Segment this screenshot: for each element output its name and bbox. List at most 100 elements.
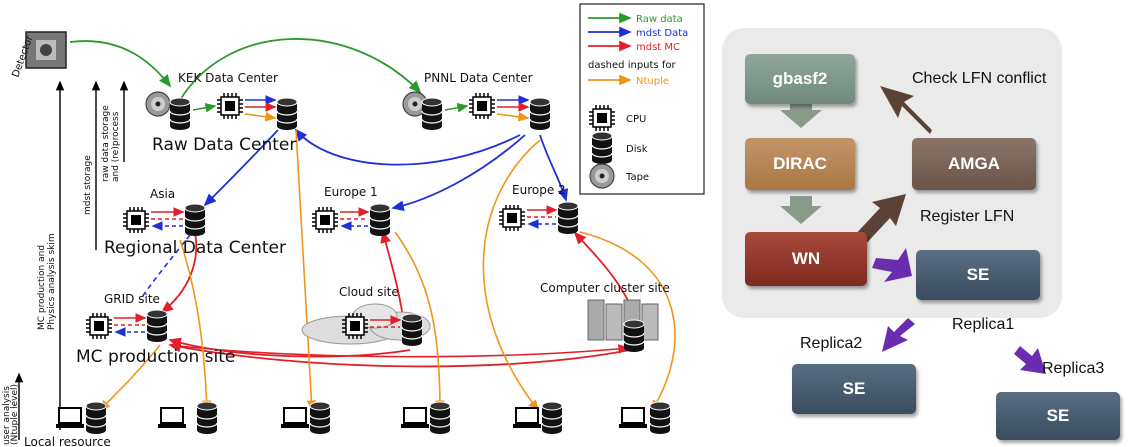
arrow-raw-detector-kek	[69, 40, 172, 88]
cluster-icon	[587, 299, 659, 341]
arrow-mdst-pnnl-europe2	[539, 134, 569, 202]
mc-production-label: MC production site	[76, 347, 235, 367]
cloud-site-label: Cloud site	[339, 285, 399, 299]
legend-ntuple: Ntuple	[636, 76, 669, 87]
europe2-disk-icon	[557, 201, 579, 235]
pnnl-link-arrows	[444, 95, 530, 122]
europe1-disk-icon	[369, 203, 391, 237]
local-pc-icon-5	[512, 407, 542, 429]
cluster-site-label: Computer cluster site	[540, 281, 670, 295]
local-resource-label: Local resource	[24, 435, 111, 447]
arrow-mc-mc-cluster	[169, 344, 630, 358]
pnnl-cpu-icon	[468, 92, 496, 120]
gbasf2-box: gbasf2	[745, 54, 855, 104]
arrow-mdst-pnnl-europe1	[391, 134, 526, 211]
kek-tape-icon	[145, 91, 171, 117]
axis-label-raw-2: and (re)process	[111, 111, 121, 182]
grid-link-arrows	[114, 313, 147, 337]
arrow-mc-asia-grid	[160, 231, 198, 314]
europe1-label: Europe 1	[324, 185, 378, 199]
legend-disk: Disk	[626, 144, 648, 155]
europe1-cpu-icon	[311, 206, 339, 234]
pnnl-raw-disk-icon	[421, 97, 443, 131]
local-pc-icon-6	[618, 407, 648, 429]
local-pc-icon-4	[400, 407, 430, 429]
register-lfn-label: Register LFN	[920, 208, 1015, 225]
replica3-label: Replica3	[1042, 360, 1105, 377]
kek-center-label: KEK Data Center	[178, 71, 278, 85]
axis-label-user-2: (Ntuple level)	[10, 384, 20, 445]
kek-link-arrows	[192, 95, 277, 122]
pnnl-disk-icon	[529, 97, 551, 131]
raw-center-label: Raw Data Center	[152, 135, 296, 155]
se-replica3-box: SE	[996, 392, 1120, 440]
europe2-link-arrows	[527, 205, 558, 229]
kek-cpu-icon	[216, 92, 244, 120]
se-main-box: SE	[916, 250, 1040, 300]
asia-label: Asia	[150, 187, 175, 201]
arrow-ntuple-5	[482, 139, 541, 412]
arrow-dashed-asia-grid	[139, 234, 191, 301]
local-disk-icon-3	[309, 401, 331, 435]
legend	[579, 3, 705, 195]
local-pc-icon-1	[55, 407, 85, 429]
regional-center-label: Regional Data Center	[104, 238, 286, 258]
amga-box: AMGA	[912, 138, 1036, 190]
grid-disk-icon	[146, 309, 168, 343]
arrow-mdst-kek-asia	[203, 129, 279, 207]
legend-raw-data: Raw data	[636, 14, 683, 25]
arrow-ntuple-3	[295, 129, 317, 412]
local-disk-icon-6	[649, 401, 671, 435]
arrow-mdst-pnnl-kek	[294, 128, 521, 166]
axis-label-mc-1: MC production and	[37, 245, 47, 330]
arrow-mc-cluster-mc	[168, 341, 631, 368]
legend-mdst-mc: mdst MC	[636, 42, 680, 53]
check-arrow-icon	[880, 86, 932, 134]
pnnl-center-label: PNNL Data Center	[424, 71, 533, 85]
arrow-ntuple-6	[579, 231, 676, 412]
se-replica2-box: SE	[792, 364, 916, 414]
europe1-link-arrows	[340, 207, 370, 231]
local-disk-icon-4	[429, 401, 451, 435]
axis-label-mc-2: Physics analysis skim	[47, 233, 57, 330]
legend-tape: Tape	[625, 172, 649, 183]
asia-cpu-icon	[122, 206, 150, 234]
local-pc-icon-3	[280, 407, 310, 429]
local-pc-icon-2	[157, 407, 187, 429]
legend-cpu: CPU	[626, 114, 646, 125]
axis-label-mdst: mdst storage	[83, 155, 93, 215]
cloud-cpu-icon	[341, 312, 369, 340]
down-arrow-icon-1	[780, 100, 822, 128]
europe2-label: Europe 2	[512, 183, 566, 197]
arrow-ntuple-2	[179, 239, 212, 412]
replica2-arrow-icon	[882, 318, 915, 352]
europe2-cpu-icon	[498, 204, 526, 232]
detector-icon	[25, 31, 67, 69]
cloud-link-arrows	[370, 315, 402, 328]
local-disk-icon-2	[196, 401, 218, 435]
legend-dashed-inputs: dashed inputs for	[588, 60, 676, 71]
legend-mdst-data: mdst Data	[636, 28, 688, 39]
replica1-label: Replica1	[952, 316, 1015, 333]
replica2-label: Replica2	[800, 335, 863, 352]
arrow-ntuple-4	[394, 231, 445, 412]
local-disk-icon-1	[85, 401, 107, 435]
axis-label-raw-1: raw data storage	[101, 105, 111, 182]
local-disk-icon-5	[541, 401, 563, 435]
wn-box: WN	[745, 232, 867, 286]
cloud-disk-icon	[401, 313, 423, 347]
check-lfn-label: Check LFN conflict	[912, 70, 1047, 87]
asia-disk-icon	[184, 203, 206, 237]
dirac-box: DIRAC	[745, 138, 855, 190]
arrow-ntuple-1	[98, 344, 161, 412]
replica3-arrow-icon	[1014, 346, 1046, 374]
arrow-mc-cloud-mc	[168, 337, 411, 358]
kek-raw-disk-icon	[169, 97, 191, 131]
grid-label: GRID site	[104, 292, 160, 306]
kek-disk-icon	[276, 97, 298, 131]
down-arrow-icon-2	[780, 196, 822, 224]
asia-link-arrows	[151, 207, 185, 231]
wn-se-arrow-icon	[872, 248, 912, 282]
axis-label-user-1: user analysis	[2, 386, 12, 445]
